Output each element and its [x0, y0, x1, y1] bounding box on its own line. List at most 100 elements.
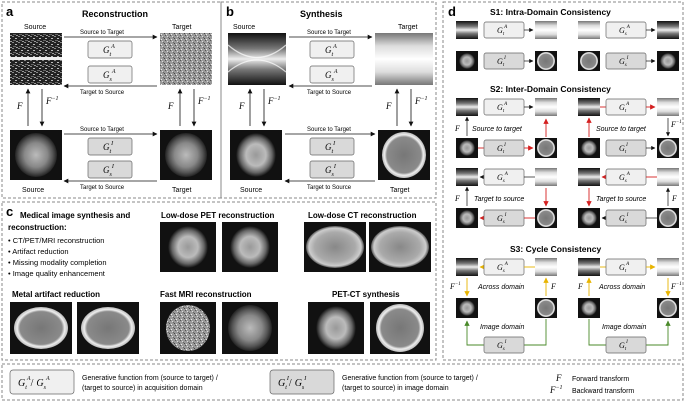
panel-b-gta-box — [309, 40, 355, 59]
panel-a-kspace-centerline — [10, 57, 62, 60]
list-item: • Missing modality completion — [8, 258, 107, 267]
s1-right: GsA GsI — [578, 21, 679, 71]
s1-right-sino-src — [657, 21, 679, 39]
legend-forward-symbol: F — [555, 373, 562, 383]
panel-a-gsa-label: GsA — [103, 69, 116, 83]
s2-r2r-img-tgt-head — [659, 209, 677, 227]
s2-r1r-gta-label: GtA — [619, 102, 630, 114]
s2-r2l-img-src-brain — [459, 210, 475, 226]
panel-b-gsi-label: GsI — [325, 164, 337, 178]
panel-a-gsa-box — [87, 65, 133, 84]
panel-a-s2t-label: Source to Target — [80, 30, 124, 36]
panel-a-bottom-target: Target — [172, 187, 192, 194]
panel-b-source-sinogram-waves — [227, 44, 287, 73]
s2-r1l-sino-tgt — [535, 98, 557, 116]
s2-row1-right: GtA Source to target F−1 GtI — [578, 98, 682, 158]
s3-left-green-arrow — [464, 320, 484, 346]
list-item: • CT/PET/MRI reconstruction — [8, 236, 104, 245]
panel-b-t2s-label-bottom: Target to Source — [307, 185, 352, 191]
panel-b-backward-label-left: F−1 — [267, 96, 281, 106]
panel-label-a: a — [6, 4, 14, 19]
panel-c-petct-head — [376, 304, 424, 352]
s2-r2l-sino-tgt — [535, 168, 557, 186]
s2-row2-left: GsA F Target to source GsI — [454, 168, 557, 228]
panel-a-gsi-box — [87, 160, 133, 179]
panel-a-forward-label-right: F — [167, 101, 174, 111]
s3-left-green-path — [524, 319, 547, 346]
s3-right-green-path — [588, 319, 606, 346]
panel-b-source-pet-brain — [236, 133, 276, 177]
s2-r1l-img-src-brain — [459, 140, 475, 156]
panel-b-target-label: Target — [398, 24, 418, 31]
panel-a-bottom-source: Source — [22, 187, 44, 194]
panel-c-metal-head-2 — [81, 307, 135, 349]
panel-a-source-label: Source — [24, 24, 46, 31]
legend-acq-box — [9, 369, 75, 395]
s3-right-gti-label: GtI — [619, 340, 628, 352]
panel-a-target-label: Target — [172, 24, 192, 31]
s2-r1r-s2t-label: Source to target — [596, 126, 647, 133]
panel-b-gta-label: GtA — [325, 44, 337, 58]
s2-r1r-sino-tgt — [657, 98, 679, 116]
panel-b-source-label: Source — [233, 24, 255, 31]
s3-right-gta-label: GtA — [619, 262, 630, 274]
panel-b-source-sinogram — [228, 33, 286, 85]
panel-a-gsi-label: GsI — [103, 164, 115, 178]
legend-img-desc-2: (target to source) in image domain — [342, 385, 449, 392]
s3-left: GsA F−1 Across domain F Image domain GsI — [449, 258, 557, 354]
panel-a-title: Reconstruction — [82, 9, 148, 19]
panel-c-low-dose-ct: Low-dose CT reconstruction — [308, 211, 417, 220]
panel-c-fast-mri: Fast MRI reconstruction — [160, 290, 252, 299]
s3-right: GtA F Across domain F−1 Image domain GtI — [577, 258, 682, 354]
legend-border — [1, 363, 684, 401]
panel-c-pet-ct: PET-CT synthesis — [332, 290, 400, 299]
s1-left-gta-label: GtA — [497, 25, 508, 37]
s3-right-backward-label: F−1 — [670, 282, 682, 291]
panel-a-border — [1, 1, 222, 199]
panel-b-s2t-label: Source to Target — [307, 30, 351, 36]
panel-c-bullet-list: • CT/PET/MRI reconstruction • Artifact r… — [8, 236, 107, 278]
s3-right-sino-tgt — [657, 258, 679, 276]
s3-right-gti-box — [605, 336, 647, 354]
panel-c-metal-artifact: Metal artifact reduction — [12, 290, 100, 299]
panel-a-gti-label: GtI — [103, 141, 114, 155]
s2-r2l-forward-label: F — [454, 194, 460, 203]
s2-row2-right: GsA Target to source F GsI — [578, 168, 679, 228]
legend-acq-desc-2: (target to source) in acquisition domain — [82, 385, 203, 392]
s3-right-green-arrow — [646, 320, 671, 346]
s1-right-sino-tgt — [578, 21, 600, 39]
panel-b-gti-box — [309, 137, 355, 156]
s1-left-img-tgt-head — [537, 52, 555, 70]
legend-backward-symbol: F−1 — [549, 385, 563, 395]
list-item: • Image quality enhancement — [8, 269, 106, 278]
s2-r1r-backward-label: F−1 — [670, 120, 682, 129]
panel-b-border — [220, 1, 437, 199]
list-item: • Artifact reduction — [8, 247, 69, 256]
panel-b-bottom-target: Target — [390, 187, 410, 194]
s3-left-gsi-label: GsI — [497, 340, 507, 352]
s2-r2l-gsa-label: GsA — [497, 172, 509, 184]
s2-r1l-forward-label: F — [454, 124, 460, 133]
panel-a-gta-label: GtA — [103, 44, 115, 58]
s2-r2r-gsa-label: GsA — [619, 172, 631, 184]
panel-label-b: b — [226, 4, 234, 19]
panel-a-backward-label-right: F−1 — [197, 96, 211, 106]
s2-r1l-gta-label: GtA — [497, 102, 508, 114]
s3-right-image-domain-label: Image domain — [602, 324, 646, 331]
panel-c-border — [1, 201, 437, 361]
panel-b-target-sinogram — [375, 33, 433, 85]
legend-img-box — [269, 369, 335, 395]
panel-a-gta-box — [87, 40, 133, 59]
legend-img-desc-1: Generative function from (source to targ… — [342, 375, 478, 382]
s1-left-sino-src — [456, 21, 478, 39]
s2-r2l-sino-src — [456, 168, 478, 186]
s1-left-img-src-brain — [459, 53, 475, 69]
panel-c-pet-brain-2 — [230, 226, 270, 268]
panel-a-s2t-label-bottom: Source to Target — [80, 127, 124, 133]
panel-a-backward-label-left: F−1 — [45, 96, 59, 106]
s3-right-img-tgt-head — [659, 299, 677, 317]
s3-left-across-label: Across domain — [477, 284, 524, 291]
s2-r1r-gti-label: GtI — [619, 143, 628, 155]
s3-right-img-src-brain — [581, 300, 597, 316]
